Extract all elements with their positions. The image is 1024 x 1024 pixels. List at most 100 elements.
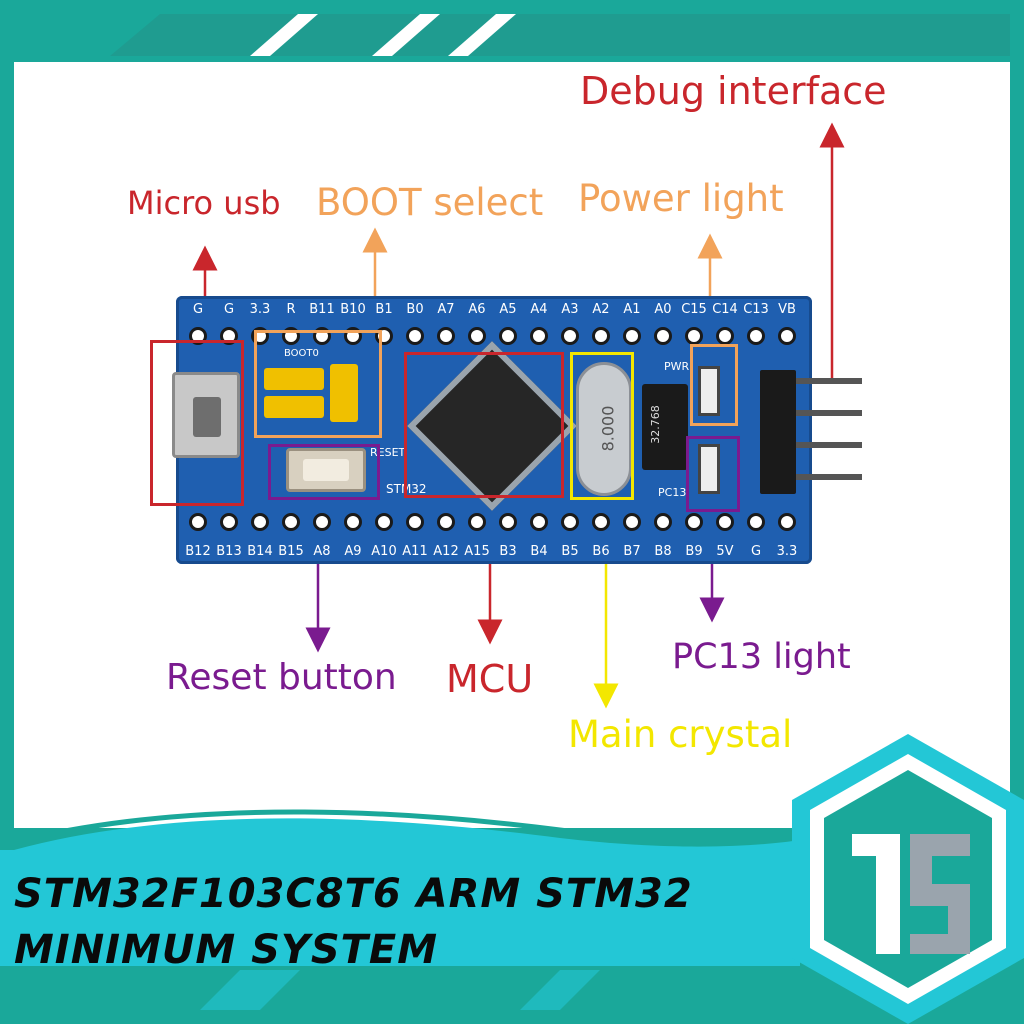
bottom-pin-pad (189, 513, 207, 531)
top-pin-pad (654, 327, 672, 345)
top-pin-pad (437, 327, 455, 345)
label-micro-usb: Micro usb (127, 184, 281, 222)
bottom-pin-pad (685, 513, 703, 531)
top-pin-label: B0 (406, 302, 424, 317)
bottom-pin-pad (282, 513, 300, 531)
bottom-pin-label: A10 (371, 544, 397, 559)
bottom-pin-pad (654, 513, 672, 531)
top-pin-pad (778, 327, 796, 345)
highlight-mcu (404, 352, 564, 498)
bottom-pin-label: A11 (402, 544, 428, 559)
pwr-silk: PWR (664, 360, 690, 373)
top-pin-label: R (286, 302, 296, 317)
top-pin-label: VB (778, 302, 796, 317)
bottom-pin-pad (344, 513, 362, 531)
top-pin-pad (623, 327, 641, 345)
label-debug-interface: Debug interface (580, 69, 887, 113)
bottom-pin-label: B6 (592, 544, 610, 559)
top-pin-label: A0 (654, 302, 672, 317)
bottom-pin-label: 5V (716, 544, 734, 559)
top-pin-label: A5 (499, 302, 517, 317)
debug-header (760, 370, 796, 494)
bottom-pin-label: A8 (313, 544, 331, 559)
bottom-pin-label: B3 (499, 544, 517, 559)
bottom-pin-label: B5 (561, 544, 579, 559)
top-pin-pad (499, 327, 517, 345)
bottom-pin-label: A9 (344, 544, 362, 559)
top-pin-label: C15 (681, 302, 707, 317)
brand-logo-icon (792, 734, 1024, 1024)
title-line-2: MINIMUM SYSTEM (14, 927, 439, 973)
top-pin-pad (561, 327, 579, 345)
boot-jumpers: BOOT0 (264, 348, 368, 424)
top-pin-label: C13 (743, 302, 769, 317)
rtc-crystal: 32.768 (642, 384, 688, 470)
label-pc13-light: PC13 light (672, 637, 851, 677)
top-pin-pad (716, 327, 734, 345)
top-pin-pad (468, 327, 486, 345)
title-line-1: STM32F103C8T6 ARM STM32 (14, 871, 693, 917)
boot-silk: BOOT0 (284, 348, 319, 359)
highlight-boot-select (254, 330, 382, 438)
top-pin-label: A3 (561, 302, 579, 317)
highlight-micro-usb (150, 340, 244, 506)
bottom-pin-pad (313, 513, 331, 531)
bottom-pin-label: B15 (278, 544, 304, 559)
top-pin-label: A2 (592, 302, 610, 317)
top-pin-pad (747, 327, 765, 345)
bottom-pin-pad (716, 513, 734, 531)
bottom-pin-pad (406, 513, 424, 531)
top-pin-label: A7 (437, 302, 455, 317)
micro-usb-connector (172, 372, 240, 458)
label-mcu: MCU (446, 657, 534, 701)
power-led (698, 366, 720, 416)
top-pin-pad (685, 327, 703, 345)
bottom-pin-pad (530, 513, 548, 531)
bottom-pin-label: B13 (216, 544, 242, 559)
top-pin-label: C14 (712, 302, 738, 317)
bottom-pin-label: B12 (185, 544, 211, 559)
top-stripes (110, 14, 1010, 56)
bottom-pin-pad (499, 513, 517, 531)
top-pin-pad (530, 327, 548, 345)
bottom-pin-pad (747, 513, 765, 531)
bottom-pin-label: B7 (623, 544, 641, 559)
highlight-main-crystal (570, 352, 634, 500)
top-pin-label: A6 (468, 302, 486, 317)
top-pin-pad (592, 327, 610, 345)
top-pin-label: 3.3 (249, 302, 271, 317)
bottom-pin-pad (375, 513, 393, 531)
label-power-light: Power light (578, 177, 784, 220)
top-pin-label: B1 (375, 302, 393, 317)
pc13-led (698, 444, 720, 494)
bottom-pin-label: A12 (433, 544, 459, 559)
pc13-silk: PC13 (658, 486, 687, 499)
bottom-pin-pad (623, 513, 641, 531)
bottom-pin-pad (561, 513, 579, 531)
bottom-pin-pad (437, 513, 455, 531)
highlight-reset-button (268, 444, 380, 500)
highlight-pc13-light (686, 436, 740, 512)
label-boot-select: BOOT select (316, 181, 544, 224)
bottom-pin-pad (592, 513, 610, 531)
bottom-pin-label: B8 (654, 544, 672, 559)
label-reset-button: Reset button (166, 657, 397, 698)
top-pin-label: G (223, 302, 235, 317)
bottom-pin-pad (778, 513, 796, 531)
bottom-pin-label: G (750, 544, 762, 559)
top-pin-pad (406, 327, 424, 345)
bottom-pin-label: A15 (464, 544, 490, 559)
bottom-pin-pad (468, 513, 486, 531)
bottom-pin-label: B4 (530, 544, 548, 559)
main-crystal-component: 8.000 (576, 362, 632, 496)
reset-button[interactable] (286, 448, 366, 492)
label-main-crystal: Main crystal (568, 713, 793, 756)
highlight-power-light (690, 344, 738, 426)
top-pin-label: A1 (623, 302, 641, 317)
bottom-pin-label: B9 (685, 544, 703, 559)
top-pin-label: G (192, 302, 204, 317)
bottom-pin-label: B14 (247, 544, 273, 559)
bottom-pin-pad (220, 513, 238, 531)
